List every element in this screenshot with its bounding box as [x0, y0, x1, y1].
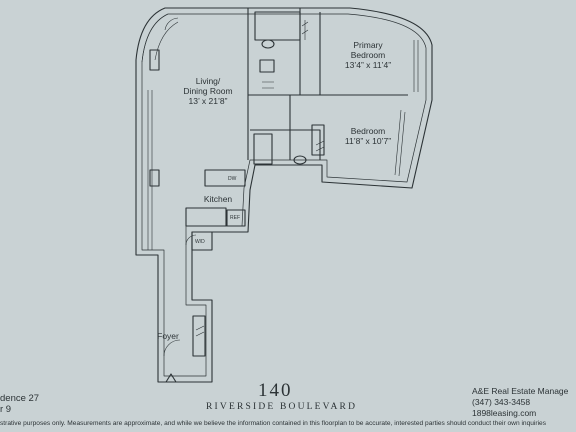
residence-line-1: dence 27 — [0, 393, 40, 404]
foyer-name: Foyer — [157, 331, 179, 341]
room-label-primary: Primary Bedroom 13’4” x 11’4” — [330, 40, 406, 70]
bedroom-dims: 11’8” x 10’7” — [344, 136, 392, 146]
room-label-kitchen: Kitchen — [198, 194, 238, 204]
wd-label: W/D — [195, 239, 205, 245]
living-name-1: Living/ — [195, 76, 221, 86]
disclaimer-text: strative purposes only. Measurements are… — [0, 420, 546, 427]
phone-number[interactable]: (347) 343-3458 — [472, 397, 531, 407]
living-name-2: Dining Room — [183, 86, 233, 96]
building-name: RIVERSIDE BOULEVARD — [206, 402, 358, 412]
residence-line-2: r 9 — [0, 404, 12, 415]
company-name: A&E Real Estate Manage — [472, 386, 569, 396]
room-label-living: Living/ Dining Room 13’ x 21’8” — [170, 76, 246, 106]
website-link[interactable]: 1898leasing.com — [472, 408, 537, 418]
primary-dims: 13’4” x 11’4” — [344, 60, 392, 70]
kitchen-name: Kitchen — [203, 194, 233, 204]
entry-marker-icon — [165, 373, 177, 383]
ref-label: REF — [230, 215, 240, 221]
residence-info: dence 27 r 9 — [0, 393, 39, 415]
living-dims: 13’ x 21’8” — [188, 96, 228, 106]
primary-name-1: Primary — [353, 40, 383, 50]
room-label-bedroom: Bedroom 11’8” x 10’7” — [330, 126, 406, 146]
contact-info: A&E Real Estate Manage (347) 343-3458 18… — [472, 386, 568, 419]
primary-name-2: Bedroom — [350, 50, 386, 60]
bedroom-name: Bedroom — [350, 126, 386, 136]
building-number: 140 — [258, 380, 293, 401]
dw-label: DW — [228, 176, 237, 182]
room-label-foyer: Foyer — [156, 331, 180, 341]
exterior-wall — [135, 7, 433, 383]
